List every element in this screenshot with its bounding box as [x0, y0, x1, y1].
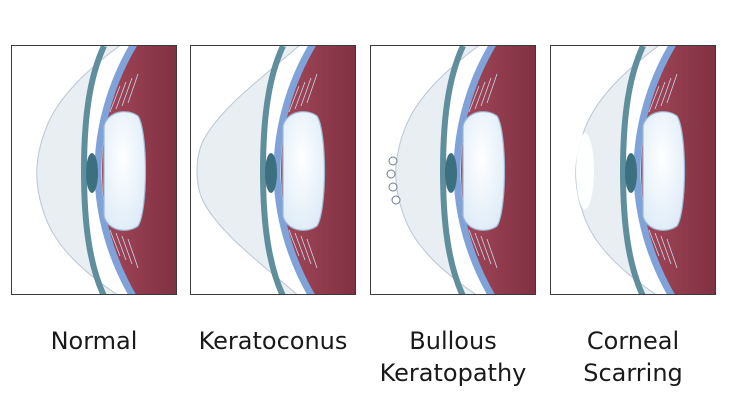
- zonule-fiber: [474, 232, 486, 261]
- zonule-fiber: [115, 232, 127, 261]
- zonule-fiber: [294, 232, 306, 261]
- corneal-blister: [386, 169, 396, 179]
- normal-eye-panel: [11, 45, 177, 295]
- zonule-fiber: [109, 85, 121, 113]
- zonule-fiber: [115, 81, 127, 110]
- corneal-blister: [388, 182, 398, 192]
- bullous-keratopathy-label: Bullous Keratopathy: [358, 325, 548, 389]
- bullous-keratopathy-label-line-1: Bullous: [409, 327, 497, 355]
- corneal-blister: [391, 195, 401, 205]
- lens: [462, 111, 506, 231]
- zonule-fiber: [480, 77, 492, 107]
- sclera-band: [633, 46, 676, 294]
- zonule-fiber: [306, 238, 318, 269]
- keratoconus-eye-illustration: [196, 46, 355, 294]
- pupil: [86, 153, 98, 193]
- iris: [80, 46, 107, 294]
- keratoconus-eye-panel: [190, 45, 356, 295]
- pupil: [445, 153, 457, 193]
- normal-eye-illustration: [36, 46, 176, 294]
- zonule-fiber: [468, 85, 480, 113]
- iris: [439, 46, 466, 294]
- pupil: [625, 153, 637, 193]
- sclera-band: [453, 46, 496, 294]
- iris: [619, 46, 646, 294]
- lens: [282, 111, 326, 231]
- corneal-scarring-eye-illustration: [575, 46, 715, 294]
- bullous-keratopathy-label-line-2: Keratopathy: [379, 359, 527, 387]
- zonule-fiber: [474, 81, 486, 110]
- zonule-fiber: [486, 238, 498, 269]
- zonule-fiber: [127, 238, 139, 269]
- zonule-fiber: [121, 77, 133, 107]
- zonule-fiber: [288, 85, 300, 113]
- zonule-fiber: [648, 85, 660, 113]
- normal-label: Normal: [0, 325, 189, 357]
- corneal-scarring-label-line-1: Corneal: [586, 327, 680, 355]
- zonule-fiber: [468, 229, 480, 257]
- corneal-scarring-eye-panel: [550, 45, 716, 295]
- zonule-fiber: [294, 81, 306, 110]
- zonule-fiber: [660, 235, 672, 265]
- zonule-fiber: [480, 235, 492, 265]
- bullous-keratopathy-eye-illustration: [386, 46, 535, 294]
- zonule-fiber: [654, 232, 666, 261]
- zonule-fiber: [121, 235, 133, 265]
- zonule-fiber: [660, 77, 672, 107]
- keratoconus-label: Keratoconus: [178, 325, 368, 357]
- zonule-fiber: [648, 229, 660, 257]
- corneal-scar: [576, 133, 594, 209]
- corneal-scarring-label-line-2: Scarring: [583, 359, 683, 387]
- lens: [642, 111, 686, 231]
- zonule-fiber: [288, 229, 300, 257]
- sclera-band: [273, 46, 316, 294]
- zonule-fiber: [666, 73, 678, 104]
- bullous-keratopathy-eye-panel: [370, 45, 536, 295]
- normal-label-line-1: Normal: [50, 327, 138, 355]
- zonule-fiber: [127, 73, 139, 104]
- zonule-fiber: [109, 229, 121, 257]
- zonule-fiber: [666, 238, 678, 269]
- zonule-fiber: [300, 235, 312, 265]
- lens: [103, 111, 147, 231]
- corneal-scarring-label: Corneal Scarring: [538, 325, 728, 389]
- zonule-fiber: [486, 73, 498, 104]
- zonule-fiber: [306, 73, 318, 104]
- sclera-band: [94, 46, 137, 294]
- zonule-fiber: [654, 81, 666, 110]
- pupil: [265, 153, 277, 193]
- iris: [259, 46, 286, 294]
- keratoconus-label-line-1: Keratoconus: [198, 327, 348, 355]
- zonule-fiber: [300, 77, 312, 107]
- corneal-blister: [388, 156, 398, 166]
